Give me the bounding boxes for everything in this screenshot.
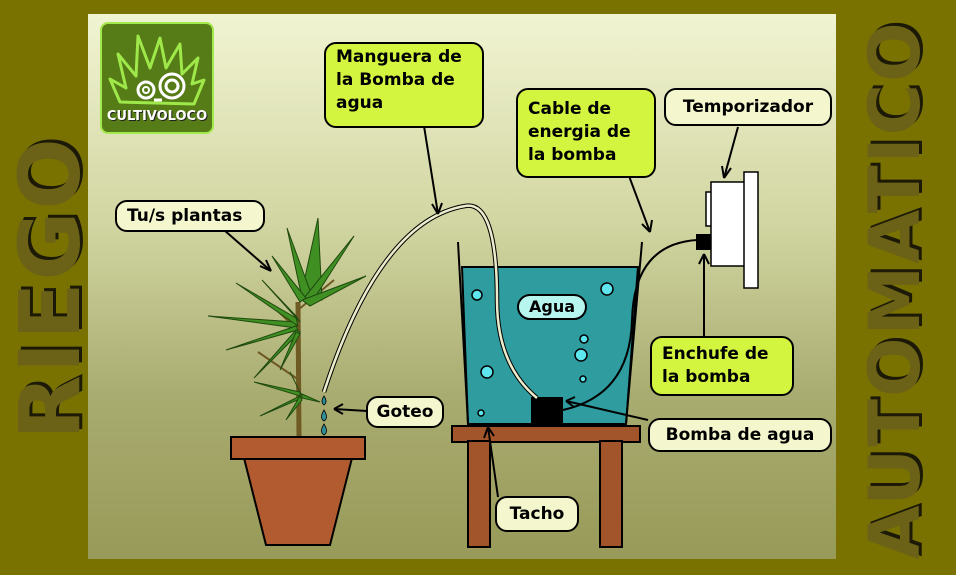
bubble (579, 334, 589, 344)
label-agua: Agua (517, 294, 587, 320)
callout-bomba: Bomba de agua (648, 418, 832, 452)
pump (531, 397, 563, 424)
bubble (471, 289, 483, 301)
logo-flame-icon (108, 34, 206, 106)
bubble (480, 365, 494, 379)
logo-text: CULTIVOLOCO (106, 109, 208, 124)
drip-drops (321, 395, 327, 436)
callout-goteo: Goteo (366, 396, 444, 428)
timer (705, 171, 759, 289)
table (451, 425, 641, 548)
cannabis-plant (207, 217, 367, 439)
callout-plantas: Tu/s plantas (115, 200, 265, 232)
callout-manguera: Manguera de la Bomba de agua (324, 42, 484, 128)
callout-cable: Cable de energia de la bomba (516, 88, 656, 178)
callout-enchufe: Enchufe de la bomba (650, 336, 794, 396)
plant-pot (230, 436, 366, 546)
pointer-lines (223, 125, 739, 498)
pump-plug (696, 234, 712, 250)
water-bucket (457, 241, 643, 425)
power-cable (562, 239, 698, 411)
bubble (600, 282, 614, 296)
callout-tacho: Tacho (495, 496, 579, 532)
bubble (477, 409, 485, 417)
callout-temporizador: Temporizador (664, 88, 832, 126)
water-hose (321, 203, 539, 400)
cultivoloco-logo: CULTIVOLOCO (100, 22, 214, 134)
bubble (574, 348, 588, 362)
bubble (579, 375, 587, 383)
